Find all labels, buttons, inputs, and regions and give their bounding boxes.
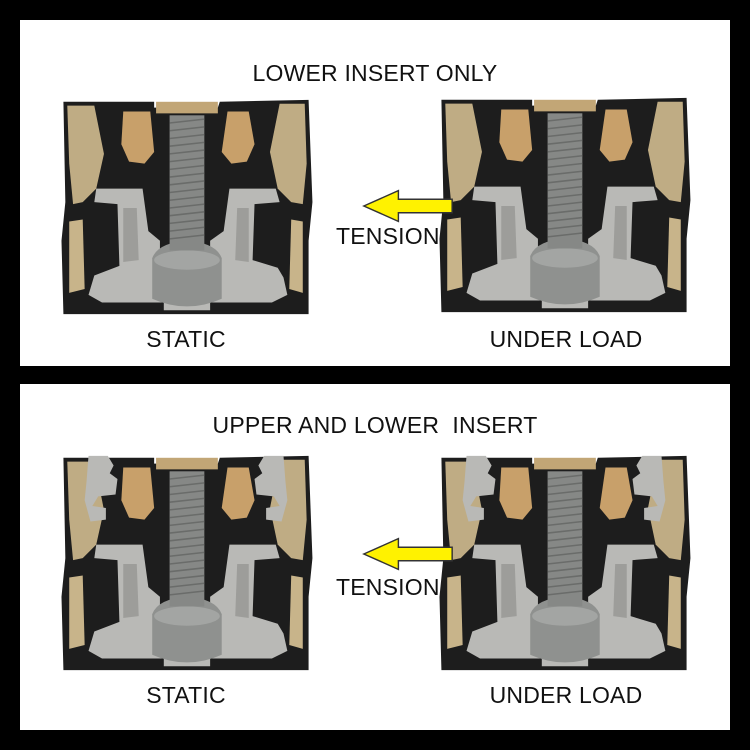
arrow-left-icon <box>363 189 453 223</box>
panel-title: UPPER AND LOWER INSERT <box>212 412 538 438</box>
caption-static: STATIC <box>146 682 226 708</box>
mount-static-photo <box>50 452 322 674</box>
caption-static: STATIC <box>146 326 226 352</box>
mount-under-load-photo <box>428 452 700 674</box>
tension-label: TENSION <box>336 574 440 600</box>
arrow-left-icon <box>363 537 453 571</box>
panel-upper-and-lower-insert: UPPER AND LOWER INSERT TENSION STATIC UN… <box>20 384 730 730</box>
tension-label: TENSION <box>336 223 440 249</box>
caption-under-load: UNDER LOAD <box>489 682 643 708</box>
caption-under-load: UNDER LOAD <box>489 326 643 352</box>
panel-title: LOWER INSERT ONLY <box>252 60 498 86</box>
panel-lower-insert-only: LOWER INSERT ONLY TENSION STATIC UNDER L… <box>20 20 730 366</box>
mount-static-photo <box>60 99 314 315</box>
mount-under-load-photo <box>438 97 692 313</box>
